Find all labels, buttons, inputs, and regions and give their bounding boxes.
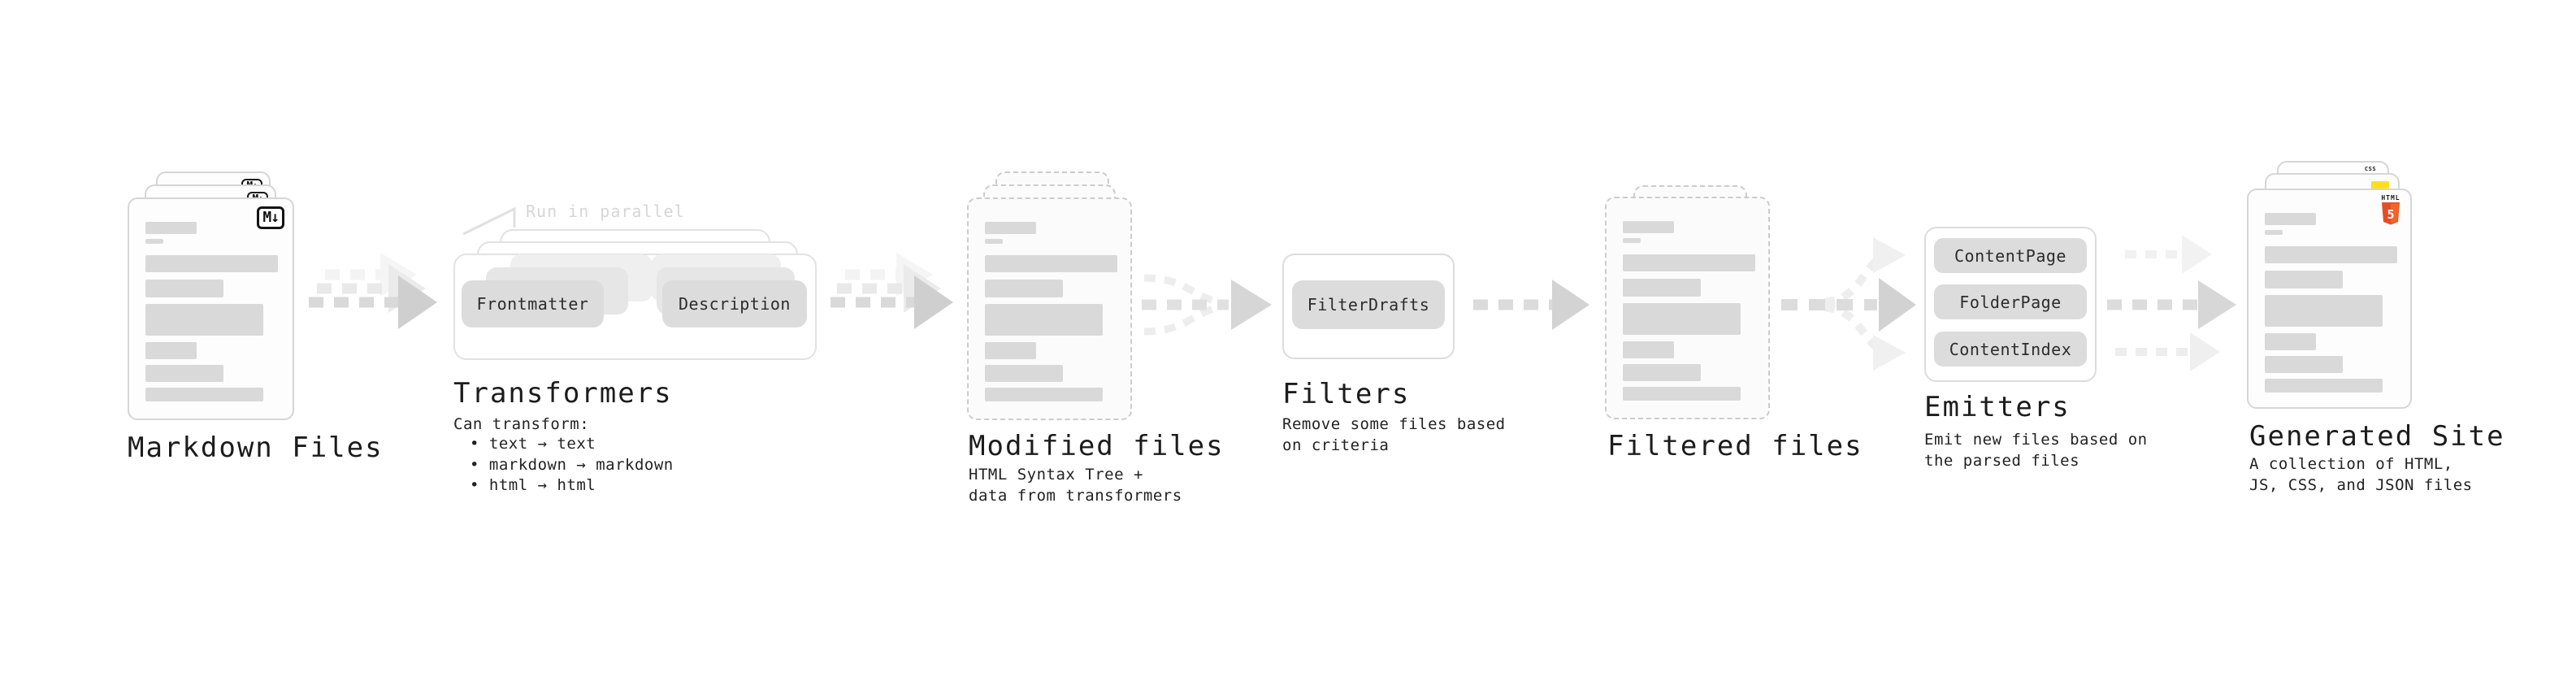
stage-label-filtered-files: Filtered files bbox=[1607, 430, 1863, 462]
stage-label-generated-site: Generated Site bbox=[2249, 420, 2505, 453]
filtered-file-card-front bbox=[1605, 197, 1770, 419]
text-line-placeholder bbox=[2265, 379, 2383, 393]
html5-logo: HTML 5 bbox=[2381, 194, 2400, 228]
text-line-placeholder bbox=[145, 365, 223, 382]
stage-label-modified-files: Modified files bbox=[969, 430, 1225, 462]
document-text-placeholder bbox=[985, 222, 1117, 401]
text-line-placeholder bbox=[145, 239, 163, 244]
arrow-markdown-to-transformers bbox=[309, 253, 437, 329]
modified-files-description: HTML Syntax Tree + data from transformer… bbox=[969, 466, 1182, 505]
generated-file-card-front: HTML 5 bbox=[2247, 189, 2412, 409]
document-text-placeholder bbox=[145, 222, 278, 401]
text-line-placeholder bbox=[2265, 246, 2397, 263]
text-line-placeholder bbox=[985, 280, 1063, 297]
text-line-placeholder bbox=[2265, 295, 2383, 327]
contentpage-pill: ContentPage bbox=[1934, 238, 2087, 273]
description-pill: Description bbox=[662, 280, 807, 327]
text-line-placeholder bbox=[985, 222, 1036, 234]
text-line-placeholder bbox=[1623, 364, 1701, 381]
js-file-badge bbox=[2371, 181, 2389, 190]
text-line-placeholder bbox=[2265, 230, 2283, 235]
generated-site-description: A collection of HTML, JS, CSS, and JSON … bbox=[2249, 455, 2473, 494]
stage-label-filters: Filters bbox=[1282, 378, 1411, 410]
text-line-placeholder bbox=[145, 280, 223, 297]
transformers-capability-list: text → text markdown → markdown html → h… bbox=[470, 434, 674, 497]
html5-shield-icon: 5 bbox=[2382, 202, 2400, 225]
folderpage-pill: FolderPage bbox=[1934, 284, 2087, 319]
html5-logo-word: HTML bbox=[2381, 194, 2400, 202]
transformers-intro: Can transform: bbox=[453, 415, 590, 433]
markdown-file-card-front: M↓ bbox=[128, 197, 294, 420]
stage-label-emitters: Emitters bbox=[1924, 391, 2071, 423]
text-line-placeholder bbox=[985, 342, 1036, 359]
list-item: markdown → markdown bbox=[470, 455, 674, 476]
document-text-placeholder bbox=[1623, 221, 1755, 401]
text-line-placeholder bbox=[145, 388, 263, 401]
text-line-placeholder bbox=[985, 388, 1103, 401]
arrow-transformers-to-modified bbox=[830, 253, 953, 329]
text-line-placeholder bbox=[145, 304, 263, 336]
arrow-filters-to-filtered bbox=[1473, 280, 1589, 330]
text-line-placeholder bbox=[985, 304, 1103, 336]
frontmatter-pill: Frontmatter bbox=[462, 280, 604, 327]
filters-description: Remove some files based on criteria bbox=[1282, 415, 1506, 454]
text-line-placeholder bbox=[985, 365, 1063, 382]
document-text-placeholder bbox=[2265, 213, 2397, 393]
stage-label-markdown-files: Markdown Files bbox=[128, 432, 384, 464]
list-item: text → text bbox=[470, 434, 674, 455]
contentindex-pill: ContentIndex bbox=[1934, 332, 2087, 367]
text-line-placeholder bbox=[2265, 271, 2343, 288]
text-line-placeholder bbox=[2265, 333, 2316, 350]
text-line-placeholder bbox=[145, 222, 197, 234]
arrow-modified-to-filters-merge bbox=[1142, 274, 1272, 336]
text-line-placeholder bbox=[1623, 254, 1755, 271]
emitters-description: Emit new files based on the parsed files bbox=[1924, 431, 2148, 470]
text-line-placeholder bbox=[1623, 303, 1741, 335]
stage-label-transformers: Transformers bbox=[453, 377, 673, 410]
text-line-placeholder bbox=[1623, 221, 1674, 233]
text-line-placeholder bbox=[1623, 279, 1701, 297]
text-line-placeholder bbox=[1623, 238, 1641, 243]
css-badge-label: CSS bbox=[2364, 166, 2377, 172]
text-line-placeholder bbox=[1623, 341, 1674, 358]
text-line-placeholder bbox=[145, 255, 278, 272]
run-in-parallel-annotation: Run in parallel bbox=[526, 202, 685, 221]
modified-file-card-front bbox=[967, 197, 1132, 420]
text-line-placeholder bbox=[1623, 387, 1741, 401]
arrow-filtered-to-emitters-fanout bbox=[1781, 237, 1916, 371]
markdown-icon: M↓ bbox=[257, 206, 284, 229]
text-line-placeholder bbox=[985, 255, 1117, 272]
filterdrafts-pill: FilterDrafts bbox=[1292, 280, 1445, 329]
text-line-placeholder bbox=[145, 342, 197, 359]
text-line-placeholder bbox=[985, 239, 1003, 244]
list-item: html → html bbox=[470, 475, 674, 497]
text-line-placeholder bbox=[2265, 356, 2343, 373]
arrow-emitters-to-generated bbox=[2107, 235, 2236, 371]
text-line-placeholder bbox=[2265, 213, 2316, 225]
svg-text:5: 5 bbox=[2387, 207, 2394, 222]
